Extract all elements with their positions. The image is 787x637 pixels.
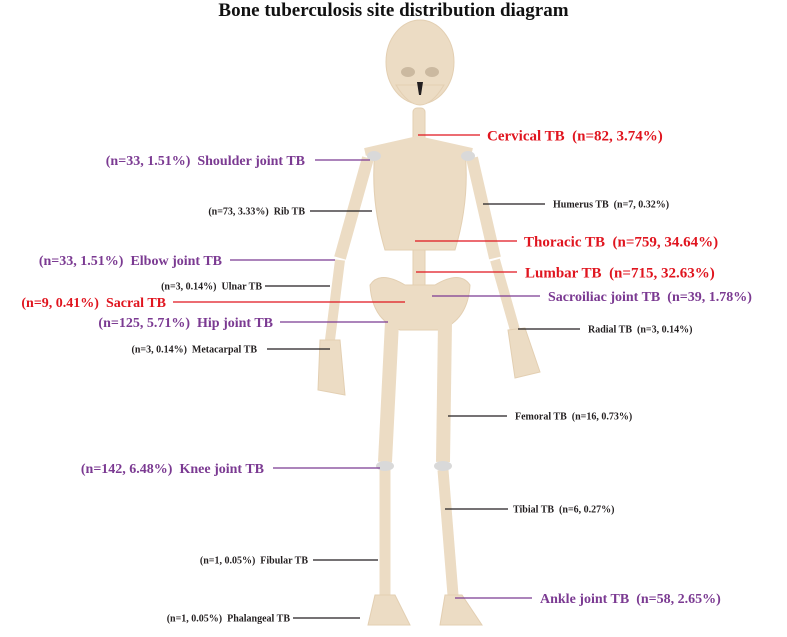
phalangeal-tb-label: (n=1, 0.05%) Phalangeal TB [167, 614, 291, 625]
left-femur [378, 321, 399, 463]
site-name: Femoral TB [515, 412, 567, 423]
femoral-tb-label: Femoral TB (n=16, 0.73%) [515, 412, 632, 423]
site-stats: (n=3, 0.14%) [131, 345, 186, 356]
site-name: Knee joint TB [172, 462, 264, 477]
site-name: Fibular TB [255, 556, 308, 567]
site-stats: (n=33, 1.51%) [39, 254, 124, 269]
humerus-tb-label: Humerus TB (n=7, 0.32%) [553, 200, 669, 211]
diagram-title: Bone tuberculosis site distribution diag… [218, 0, 569, 21]
eye-socket-left [401, 67, 415, 77]
site-stats: (n=125, 5.71%) [98, 316, 190, 331]
site-stats: (n=1, 0.05%) [200, 556, 255, 567]
site-name: Hip joint TB [190, 316, 273, 331]
tibial-tb-label: Tibial TB (n=6, 0.27%) [513, 505, 614, 516]
site-name: Humerus TB [553, 200, 609, 211]
site-stats: (n=7, 0.32%) [609, 200, 669, 211]
site-stats: (n=82, 3.74%) [565, 128, 663, 144]
right-shoulder-cartilage [461, 151, 475, 161]
site-name: Sacroiliac joint TB [548, 290, 660, 305]
site-name: Metacarpal TB [187, 345, 257, 356]
site-stats: (n=3, 0.14%) [161, 282, 216, 293]
ribcage [373, 142, 467, 251]
site-stats: (n=16, 0.73%) [567, 412, 632, 423]
site-name: Rib TB [269, 207, 306, 218]
knee-joint-tb-label: (n=142, 6.48%) Knee joint TB [81, 462, 264, 477]
elbow-joint-tb-label: (n=33, 1.51%) Elbow joint TB [39, 254, 222, 269]
fibular-tb-label: (n=1, 0.05%) Fibular TB [200, 556, 308, 567]
site-name: Phalangeal TB [222, 614, 290, 625]
left-knee-cartilage [376, 461, 394, 471]
sacroiliac-joint-tb-label: Sacroiliac joint TB (n=39, 1.78%) [548, 290, 752, 305]
site-name: Radial TB [588, 325, 632, 336]
left-forearm [325, 259, 345, 341]
site-stats: (n=6, 0.27%) [554, 505, 614, 516]
right-tibia [437, 469, 459, 596]
site-name: Sacral TB [99, 296, 166, 311]
nasal-cavity [417, 82, 423, 95]
site-name: Ankle joint TB [540, 592, 629, 607]
site-name: Cervical TB [487, 128, 565, 144]
rib-tb-label: (n=73, 3.33%) Rib TB [208, 207, 305, 218]
right-knee-cartilage [434, 461, 452, 471]
clavicles [364, 135, 473, 156]
site-name: Thoracic TB [524, 234, 605, 250]
cervical-tb-label: Cervical TB (n=82, 3.74%) [487, 128, 663, 144]
hip-joint-tb-label: (n=125, 5.71%) Hip joint TB [98, 316, 273, 331]
site-stats: (n=39, 1.78%) [660, 290, 752, 305]
site-stats: (n=9, 0.41%) [21, 296, 99, 311]
right-humerus [466, 156, 501, 260]
site-stats: (n=142, 6.48%) [81, 462, 173, 477]
site-stats: (n=715, 32.63%) [602, 265, 715, 281]
ulnar-tb-label: (n=3, 0.14%) Ulnar TB [161, 282, 262, 293]
site-name: Lumbar TB [525, 265, 602, 281]
right-hand [507, 327, 541, 379]
site-stats: (n=759, 34.64%) [605, 234, 718, 250]
site-stats: (n=1, 0.05%) [167, 614, 222, 625]
right-femur [436, 321, 452, 463]
right-forearm [490, 258, 520, 332]
thoracic-tb-label: Thoracic TB (n=759, 34.64%) [524, 234, 718, 250]
left-shoulder-cartilage [367, 151, 381, 161]
site-stats: (n=58, 2.65%) [629, 592, 721, 607]
sacral-tb-label: (n=9, 0.41%) Sacral TB [21, 296, 166, 311]
site-stats: (n=33, 1.51%) [106, 154, 191, 169]
site-stats: (n=3, 0.14%) [632, 325, 692, 336]
shoulder-joint-tb-label: (n=33, 1.51%) Shoulder joint TB [106, 154, 305, 169]
site-name: Elbow joint TB [123, 254, 222, 269]
left-humerus [334, 156, 374, 260]
radial-tb-label: Radial TB (n=3, 0.14%) [588, 325, 692, 336]
ankle-joint-tb-label: Ankle joint TB (n=58, 2.65%) [540, 592, 721, 607]
site-name: Tibial TB [513, 505, 554, 516]
lumbar-tb-label: Lumbar TB (n=715, 32.63%) [525, 265, 715, 281]
site-name: Ulnar TB [217, 282, 263, 293]
site-name: Shoulder joint TB [190, 154, 305, 169]
left-hand [317, 339, 346, 396]
right-foot [439, 594, 483, 626]
metacarpal-tb-label: (n=3, 0.14%) Metacarpal TB [131, 345, 257, 356]
left-foot [367, 594, 411, 626]
eye-socket-right [425, 67, 439, 77]
site-stats: (n=73, 3.33%) [208, 207, 268, 218]
